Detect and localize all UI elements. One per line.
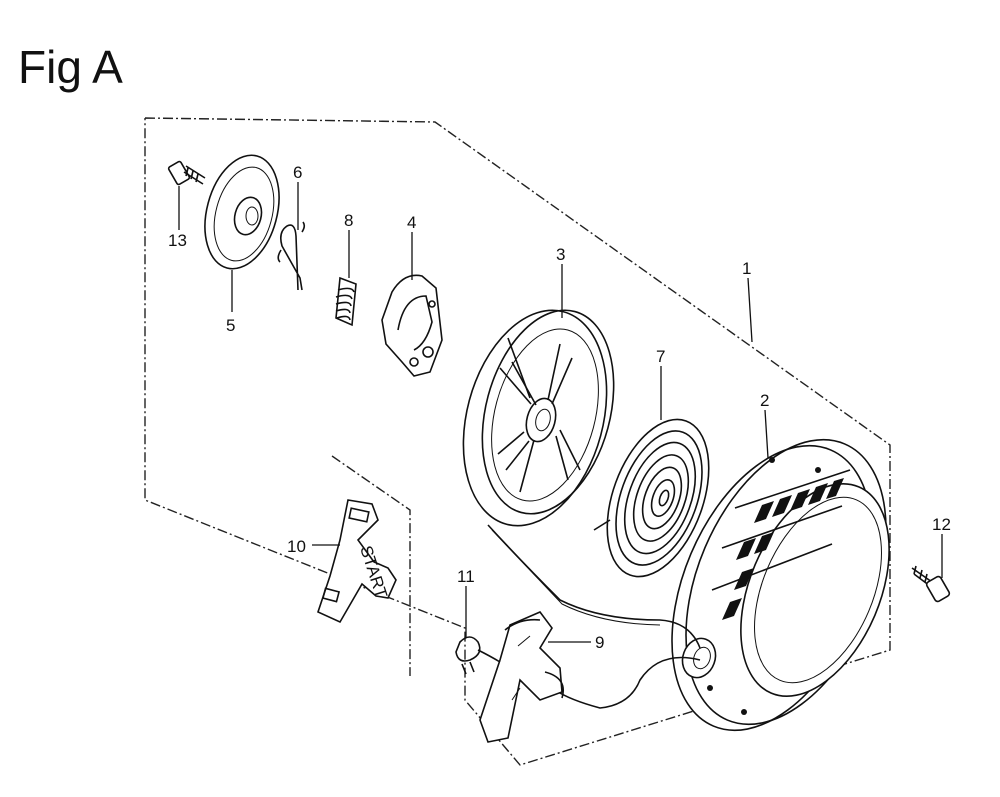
flange-bolt-12 (911, 565, 951, 603)
starter-rope-shadow (491, 529, 661, 626)
part-number-3: 3 (556, 245, 565, 264)
part-number-8: 8 (344, 211, 353, 230)
part-number-4: 4 (407, 213, 416, 232)
ratchet-4 (381, 274, 443, 377)
leader-lines (178, 182, 943, 643)
part-number-2: 2 (760, 391, 769, 410)
part-number-11: 11 (457, 567, 475, 586)
starter-reel-3 (462, 309, 615, 527)
part-number-5: 5 (226, 316, 235, 335)
recoil-spring-7 (593, 418, 710, 578)
assembly-boundary (144, 117, 891, 766)
figure-title: Fig A (18, 41, 123, 93)
reel-cover-plate-5 (204, 154, 280, 270)
part-number-6: 6 (293, 163, 302, 182)
part-number-7: 7 (656, 347, 665, 366)
flange-bolt-13 (167, 160, 206, 186)
part-number-1: 1 (742, 259, 751, 278)
clip-6 (277, 221, 306, 291)
starter-grip-9 (479, 611, 564, 743)
subgroup-boundary (331, 455, 411, 676)
ratchet-spring-8 (335, 276, 357, 327)
rope-knot-11 (455, 636, 501, 675)
starter-grip-10: START (317, 499, 397, 624)
starter-case-2 (671, 438, 890, 732)
part-number-10: 10 (287, 537, 306, 556)
part-number-12: 12 (932, 515, 951, 534)
part-number-9: 9 (595, 633, 604, 652)
case-vents (722, 478, 844, 620)
part-number-13: 13 (168, 231, 187, 250)
